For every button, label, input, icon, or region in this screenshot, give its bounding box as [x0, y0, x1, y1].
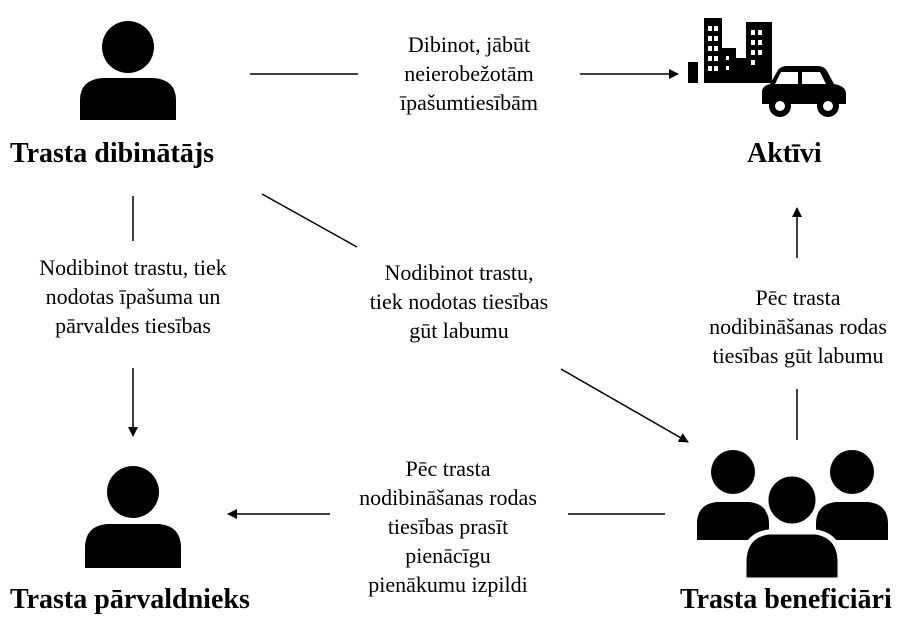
- founder-person-icon: [80, 21, 176, 120]
- edge-founder-beneficiaries-arrow: [560, 368, 689, 443]
- edge-label-founder-trustee: Nodibinot trastu, tiek nodotas īpašuma u…: [39, 255, 227, 338]
- buildings-car-icon: [688, 18, 846, 117]
- edge-label-beneficiaries-assets: Pēc trasta nodibināšanas rodas tiesības …: [709, 285, 887, 368]
- trustee-person-icon: [85, 466, 181, 568]
- beneficiaries-label: Trasta beneficiāri: [680, 584, 892, 615]
- edge-label-founder-beneficiaries: Nodibinot trastu, tiek nodotas tiesības …: [369, 260, 549, 343]
- edge-label-founder-assets: Dibinot, jābūt neierobežotām īpašumtiesī…: [399, 32, 539, 115]
- founder-label: Trasta dibinātājs: [10, 138, 215, 169]
- edge-label-beneficiaries-trustee: Pēc trasta nodibināšanas rodas tiesības …: [359, 456, 537, 597]
- trustee-label: Trasta pārvaldnieks: [10, 584, 250, 615]
- group-icon: [697, 450, 888, 583]
- edge-founder-beneficiaries-segment: [261, 193, 358, 248]
- assets-label: Aktīvi: [747, 138, 822, 169]
